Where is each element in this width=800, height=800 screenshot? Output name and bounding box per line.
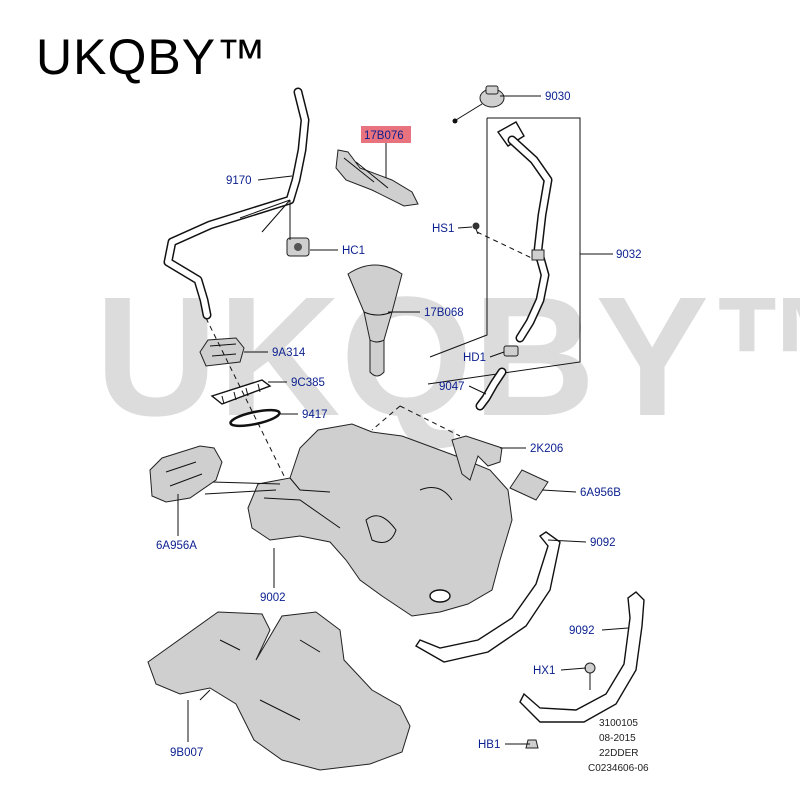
reference-line-1: 3100105 (599, 718, 638, 729)
highlight-17b076 (361, 126, 411, 143)
label-9047: 9047 (439, 381, 465, 393)
funnel-17b068 (347, 264, 403, 377)
hose-9047 (475, 367, 507, 411)
vapor-hose-9170 (163, 87, 310, 320)
filler-pipe-9032 (496, 121, 553, 343)
label-9092-front: 9092 (590, 537, 616, 549)
clamp-hd1 (503, 345, 519, 357)
bracket-2k206 (451, 435, 503, 481)
label-9417: 9417 (302, 409, 328, 421)
brand-logo: UKQBY™ (36, 29, 268, 85)
label-9030: 9030 (545, 91, 571, 103)
sender-9a314 (199, 337, 245, 367)
label-2k206: 2K206 (530, 443, 563, 455)
bolt-hb1 (525, 739, 539, 749)
label-9c385: 9C385 (291, 377, 325, 389)
label-6a956a: 6A956A (156, 540, 197, 552)
label-9092-rear: 9092 (569, 625, 595, 637)
label-6a956b: 6A956B (580, 487, 621, 499)
label-9a314: 9A314 (272, 347, 306, 359)
reference-code: 3100105 08-2015 22DDER C0234606-06 (588, 718, 649, 774)
bolt-hx1 (584, 662, 596, 690)
reference-line-2: 08-2015 (599, 733, 636, 744)
pad-6a956b (509, 469, 549, 501)
label-17b076: 17B076 (364, 130, 404, 142)
gasket-9c385 (210, 379, 272, 405)
label-hb1: HB1 (478, 739, 500, 751)
strap-9092-rear (519, 591, 645, 723)
reference-line-4: C0234606-06 (588, 763, 649, 774)
label-9032: 9032 (616, 249, 642, 261)
clip-hc1 (286, 237, 310, 257)
label-hs1: HS1 (432, 223, 454, 235)
bracket-17b076 (335, 149, 419, 207)
shield-6a956a (149, 445, 223, 503)
label-hx1: HX1 (533, 665, 555, 677)
label-9b007: 9B007 (170, 747, 203, 759)
label-9002: 9002 (260, 592, 286, 604)
filler-cap-9030 (452, 85, 505, 124)
label-hc1: HC1 (342, 245, 365, 257)
fuel-tank-9002 (247, 423, 513, 617)
label-hd1: HD1 (463, 352, 486, 364)
label-17b068: 17B068 (424, 307, 464, 319)
heat-shield-9b007 (147, 611, 411, 771)
reference-line-3: 22DDER (599, 748, 638, 759)
strap-9092-front (415, 531, 561, 663)
label-9170: 9170 (226, 175, 252, 187)
screw-hs1 (472, 222, 480, 235)
